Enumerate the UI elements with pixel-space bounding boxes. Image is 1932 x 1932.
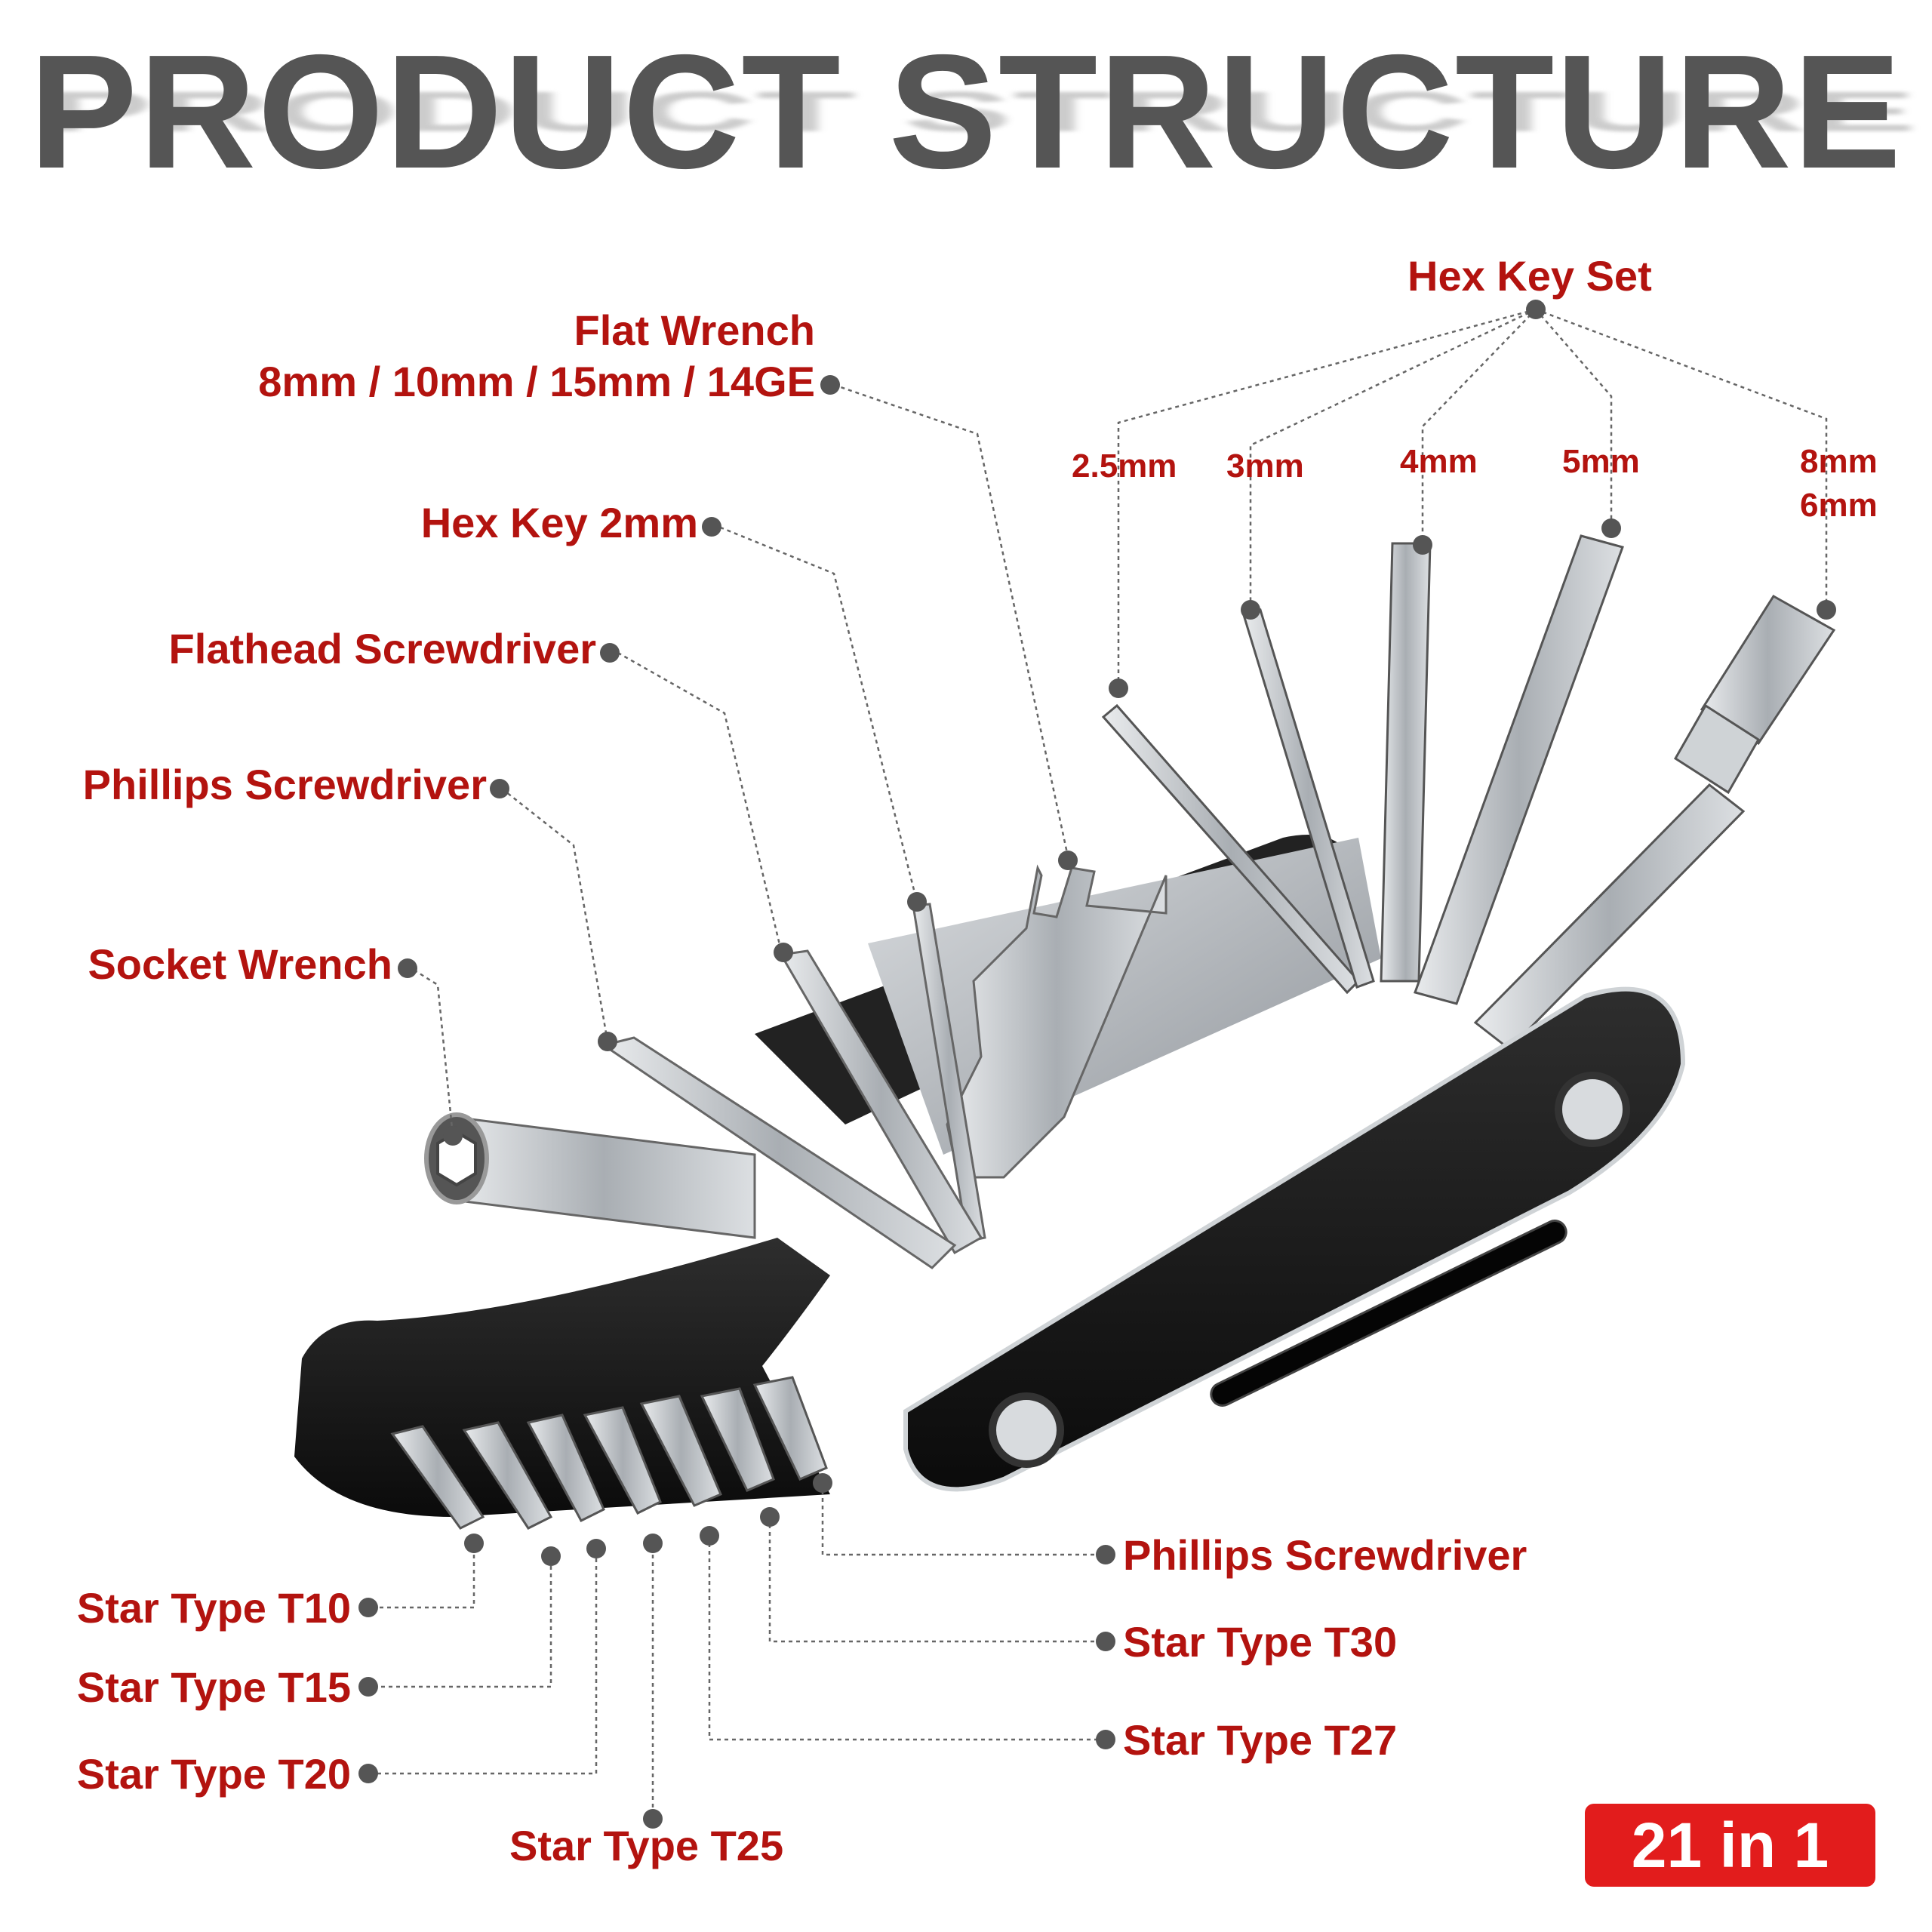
dot-t25 [643,1809,663,1829]
bit-t15 [462,1421,553,1530]
dot-t30-start [760,1507,780,1527]
dot-t27 [1096,1730,1115,1749]
dot-t20 [358,1764,378,1783]
label-flat-wrench-sizes: 8mm / 10mm / 15mm / 14GE [258,358,815,405]
dot-hex-3 [1241,600,1260,620]
label-star-t10: Star Type T10 [76,1584,351,1632]
label-hex-key-set: Hex Key Set [1407,252,1652,300]
dot-t10-start [464,1534,484,1553]
leader-t27 [708,1536,1106,1741]
label-star-t20: Star Type T20 [76,1750,351,1798]
main-handle [903,986,1686,1492]
leader-hex-set-3 [1249,308,1537,608]
bit-t20 [526,1414,605,1522]
handle-groove [1210,1220,1567,1407]
dot-hex-2-5 [1109,678,1128,698]
label-hex-2-5mm: 2.5mm [1072,448,1177,485]
dot-t20-start [586,1539,606,1558]
dot-phillips-top-end [598,1032,617,1051]
leader-t30 [768,1517,1106,1643]
flat-wrench [946,864,1168,1179]
socket-hex-hole [436,1130,477,1187]
leader-hex-set-4 [1421,309,1537,543]
leader-phillips-top [501,788,609,1042]
leader-flathead [611,648,783,952]
dot-flathead [600,643,620,663]
dot-t15-start [541,1546,561,1566]
leader-hex-set-2-5 [1117,308,1537,687]
hex-key-5mm [1414,534,1624,1005]
dot-t10 [358,1598,378,1617]
dot-phillips-top [490,779,509,798]
dot-socket [398,958,417,978]
hex-bit-8mm [1700,594,1836,746]
dot-flathead-end [774,943,793,962]
rivet-top [1555,1072,1630,1147]
label-hex-5mm: 5mm [1562,443,1640,480]
phillips-screwdriver-tool [601,1036,957,1269]
bit-t27 [639,1395,722,1507]
bit-t10 [390,1425,485,1530]
hex-key-4mm [1380,542,1432,983]
label-hex-6mm: 6mm [1800,487,1878,524]
label-hex-3mm: 3mm [1226,448,1304,485]
dot-phillips-bottom-start [813,1473,832,1493]
count-badge: 21 in 1 [1585,1804,1875,1887]
leader-hex-set-8 [1535,308,1828,608]
flathead-screwdriver-tool [779,949,983,1255]
dot-t15 [358,1677,378,1697]
label-flat-wrench-title: Flat Wrench [574,306,815,354]
leader-t10 [370,1547,475,1609]
dot-hex-set [1526,300,1546,319]
leader-lines [370,308,1828,1819]
dot-flat-wrench [820,375,840,395]
label-phillips-screwdriver-top: Phillips Screwdriver [82,761,487,808]
label-star-t30: Star Type T30 [1123,1618,1398,1666]
label-flathead-screwdriver: Flathead Screwdriver [168,625,596,672]
label-hex-8mm: 8mm [1800,443,1878,480]
bit-t25 [583,1406,662,1515]
hex-key-set-tools [1101,534,1836,1051]
leader-flat-wrench [833,383,1069,857]
leader-socket [407,964,454,1137]
rivet-bottom [989,1392,1064,1468]
leader-hex-key-2mm [712,523,918,903]
dot-socket-end [443,1126,463,1146]
bit-t30 [700,1387,775,1492]
dot-t30 [1096,1632,1115,1651]
label-socket-wrench: Socket Wrench [88,940,392,988]
dot-flat-wrench-end [1058,851,1078,870]
leader-t15 [370,1558,552,1688]
dot-t27-start [700,1526,719,1546]
star-bits [390,1376,828,1530]
dot-hex-8 [1817,600,1836,620]
dot-hex-key-2mm [702,517,721,537]
label-star-t27: Star Type T27 [1123,1716,1398,1764]
label-hex-4mm: 4mm [1400,443,1478,480]
dot-hex-5 [1601,518,1621,538]
leader-hex-set-5 [1535,309,1613,528]
leader-phillips-bottom [821,1483,1106,1556]
dot-hex-4 [1413,535,1432,555]
leader-t20 [370,1551,598,1775]
label-star-t25: Star Type T25 [509,1822,784,1869]
title-shadow: PRODUCT STRUCTURE [44,79,1918,143]
label-star-t15: Star Type T15 [76,1663,351,1711]
label-phillips-screwdriver-bottom: Phillips Screwdriver [1123,1531,1527,1579]
bit-phillips [752,1376,828,1481]
dot-phillips-bottom [1096,1545,1115,1564]
hex-bit-6mm [1673,703,1761,795]
socket-wrench-tool [451,1115,756,1239]
dot-hex-key-2mm-end [907,892,927,912]
label-hex-key-2mm: Hex Key 2mm [420,499,698,546]
page-title: PRODUCT STRUCTURE [29,20,1903,202]
leader-dots [358,300,1836,1829]
dot-t25-start [643,1534,663,1553]
